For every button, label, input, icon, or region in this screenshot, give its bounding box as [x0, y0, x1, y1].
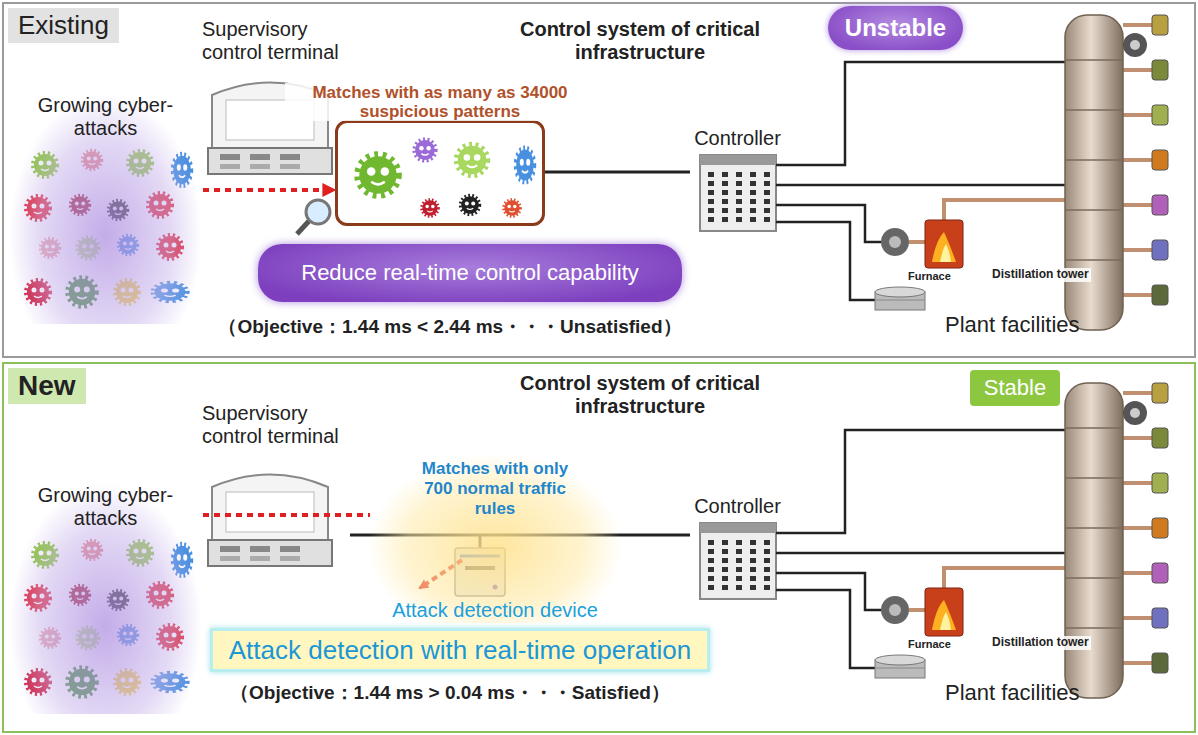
node-label: Attack detection device	[370, 599, 620, 621]
controller-icon	[700, 523, 776, 599]
magnifier-icon	[297, 200, 330, 234]
label-text: Furnace	[908, 270, 951, 283]
label-text: （Objective：1.44 ms > 0.04 ms・・・Satisfied…	[190, 682, 710, 704]
pattern-viruses	[359, 140, 534, 216]
warning-cloud: Reduce real-time control capability	[258, 244, 682, 302]
pattern-box: Matches with as many as 34000 suspicious…	[335, 120, 545, 226]
node-label: Reduce real-time control capability	[301, 260, 639, 286]
detection-area: Matches with only 700 normal traffic rul…	[370, 455, 620, 623]
node-label: Growing cyber-attacks	[8, 482, 203, 530]
result-band: Attack detection with real-time operatio…	[210, 628, 710, 672]
controller-box: Controller	[690, 126, 785, 234]
label-text: Plant facilities	[945, 312, 1080, 337]
attack-cloud: Growing cyber-attacks	[8, 92, 203, 324]
plant-illustration	[776, 383, 1168, 698]
label-text: Control system of critical infrastructur…	[510, 18, 770, 64]
node-label: Controller	[690, 126, 785, 150]
node-label: Matches with only 700 normal traffic rul…	[420, 459, 570, 519]
node-label: Stable	[984, 375, 1046, 401]
label-text: （Objective：1.44 ms < 2.44 ms・・・Unsatisfi…	[190, 316, 710, 338]
label-text: Distillation tower	[990, 636, 1091, 650]
label-text: Distillation tower	[990, 268, 1091, 282]
node-label: Attack detection with real-time operatio…	[229, 635, 691, 666]
terminal-icon	[208, 475, 332, 567]
label-text: Furnace	[908, 638, 951, 651]
node-label: Matches with as many as 34000 suspicious…	[285, 83, 595, 121]
panel: NewGrowing cyber-attacks Supervisory cont…	[2, 362, 1196, 733]
attack-cloud: Growing cyber-attacks	[8, 482, 203, 714]
node-label: Supervisory control terminal	[200, 402, 350, 448]
label-text: Control system of critical infrastructur…	[510, 372, 770, 418]
node-label: Growing cyber-attacks	[8, 92, 203, 140]
controller-box: Controller	[690, 494, 785, 602]
terminal-box: Supervisory control terminal	[200, 402, 350, 572]
plant-illustration	[776, 15, 1168, 330]
connector	[545, 171, 690, 174]
status-badge: Stable	[970, 370, 1060, 406]
node-label: Unstable	[845, 14, 946, 42]
node-label: Controller	[690, 494, 785, 518]
connector	[203, 188, 335, 192]
label-text: Plant facilities	[945, 680, 1080, 705]
connector	[203, 513, 370, 517]
status-cloud: Unstable	[828, 6, 963, 50]
controller-icon	[700, 155, 776, 231]
node-label: Existing	[8, 8, 119, 43]
node-label: New	[8, 368, 86, 404]
node-label: Supervisory control terminal	[200, 18, 350, 64]
